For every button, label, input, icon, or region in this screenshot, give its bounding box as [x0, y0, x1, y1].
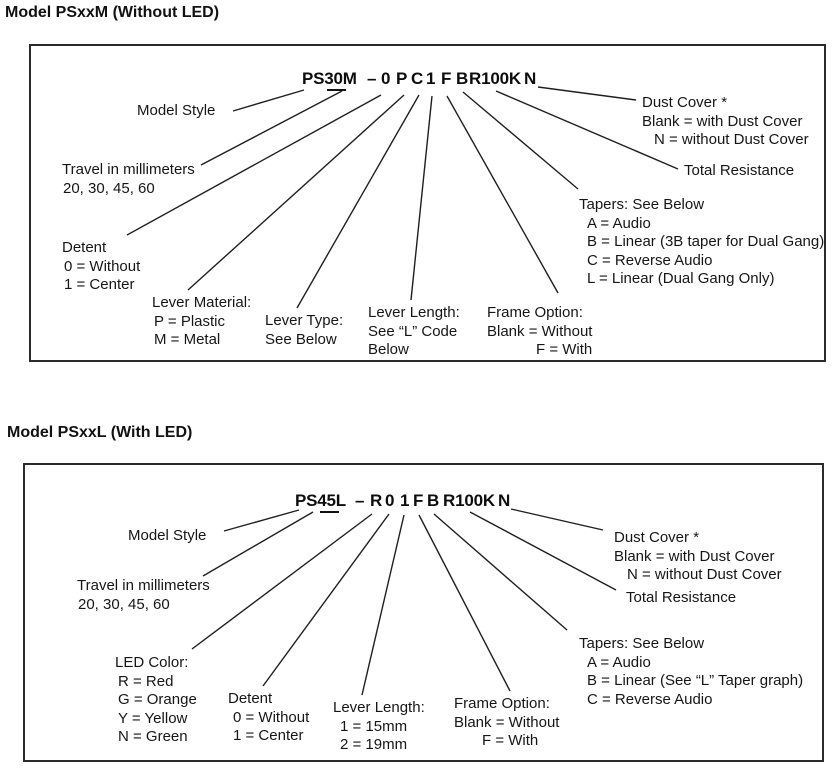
label-line: B = Linear (3B taper for Dual Gang): [587, 233, 825, 250]
label-line: P = Plastic: [154, 312, 226, 330]
label-line: 20, 30, 45, 60: [78, 595, 170, 613]
label-line: Blank = Without: [487, 322, 593, 340]
label-line: LED Color:: [115, 654, 189, 671]
label-line: Blank = Without: [454, 713, 560, 731]
section-title-psxxl: Model PSxxL (With LED): [7, 424, 193, 441]
label-line: Detent: [62, 239, 107, 256]
label-line: Frame Option:: [454, 695, 550, 712]
part-number-segment-psxxl-1: –: [355, 491, 365, 510]
label-line: See “L” Code: [368, 322, 458, 340]
label-line: A = Audio: [587, 214, 651, 232]
label-line: 1 = 15mm: [340, 717, 408, 735]
label-line: Blank = with Dust Cover: [614, 547, 775, 565]
label-line: C = Reverse Audio: [587, 690, 713, 708]
label-line: Lever Length:: [368, 304, 460, 321]
label-line: Lever Type:: [265, 312, 344, 329]
label-psxxl-model-style: Model Style: [128, 527, 206, 546]
part-number-segment-psxxl-4: 1: [400, 491, 410, 510]
label-line: Lever Length:: [333, 699, 425, 716]
label-line: Tapers: See Below: [579, 635, 705, 652]
label-line: Blank = with Dust Cover: [642, 112, 803, 130]
label-psxxl-total-resistance: Total Resistance: [626, 589, 736, 608]
label-line: Dust Cover *: [642, 94, 728, 111]
label-line: Model Style: [137, 102, 216, 119]
label-line: F = With: [482, 732, 539, 749]
label-line: M = Metal: [154, 331, 221, 348]
label-line: N = without Dust Cover: [654, 131, 809, 148]
part-number-segment-psxxl-5: F: [413, 491, 424, 510]
part-number-segment-psxxm-6: F: [441, 69, 452, 88]
label-line: Travel in millimeters: [77, 577, 210, 594]
part-number-segment-psxxm-0: PS30M: [302, 69, 357, 88]
label-line: N = Green: [118, 728, 188, 745]
part-number-underline-psxxm: [327, 89, 346, 91]
label-line: Dust Cover *: [614, 529, 700, 546]
section-title-psxxm: Model PSxxM (Without LED): [5, 4, 220, 21]
part-number-segment-psxxl-3: 0: [385, 491, 395, 510]
label-psxxm-total-resistance: Total Resistance: [684, 162, 794, 181]
diagram-frame-psxxm: [29, 44, 826, 362]
label-line: 2 = 19mm: [340, 736, 408, 753]
diagram-frame-psxxl: [23, 463, 824, 762]
label-line: R = Red: [118, 672, 174, 690]
label-line: 20, 30, 45, 60: [63, 179, 155, 197]
label-line: Y = Yellow: [118, 709, 188, 727]
label-line: C = Reverse Audio: [587, 251, 713, 269]
label-line: N = without Dust Cover: [627, 566, 782, 583]
label-line: A = Audio: [587, 653, 651, 671]
label-psxxm-lever-type: Lever Type:See Below: [265, 312, 343, 349]
part-number-segment-psxxl-2: R: [370, 491, 383, 510]
label-psxxm-model-style: Model Style: [137, 102, 215, 121]
part-number-segment-psxxm-2: 0: [381, 69, 391, 88]
part-number-segment-psxxm-5: 1: [426, 69, 436, 88]
label-line: 1 = Center: [233, 727, 304, 744]
label-line: F = With: [536, 341, 593, 358]
label-line: Frame Option:: [487, 304, 583, 321]
label-line: G = Orange: [118, 691, 197, 708]
part-number-segment-psxxm-1: –: [367, 69, 377, 88]
part-number-segment-psxxm-9: N: [524, 69, 537, 88]
part-number-underline-psxxl: [320, 511, 339, 513]
label-line: L = Linear (Dual Gang Only): [587, 270, 775, 287]
part-number-segment-psxxl-7: R100K: [443, 491, 495, 510]
part-number-segment-psxxm-8: R100K: [469, 69, 521, 88]
label-line: Detent: [228, 690, 273, 707]
label-line: Total Resistance: [626, 589, 737, 606]
part-number-segment-psxxl-8: N: [498, 491, 511, 510]
part-number-segment-psxxm-3: P: [396, 69, 408, 88]
label-line: Model Style: [128, 527, 207, 544]
label-line: Tapers: See Below: [579, 196, 705, 213]
label-line: B = Linear (See “L” Taper graph): [587, 672, 804, 689]
part-number-segment-psxxl-0: PS45L: [295, 491, 346, 510]
part-number-segment-psxxl-6: B: [427, 491, 440, 510]
label-line: 0 = Without: [64, 257, 141, 275]
label-line: See Below: [265, 330, 337, 348]
part-number-segment-psxxm-7: B: [456, 69, 469, 88]
label-line: Travel in millimeters: [62, 161, 195, 178]
part-number-segment-psxxm-4: C: [411, 69, 424, 88]
label-line: Total Resistance: [684, 162, 795, 179]
label-line: Lever Material:: [152, 294, 252, 311]
label-line: Below: [368, 341, 409, 358]
label-line: 0 = Without: [233, 708, 310, 726]
label-line: 1 = Center: [64, 276, 135, 293]
